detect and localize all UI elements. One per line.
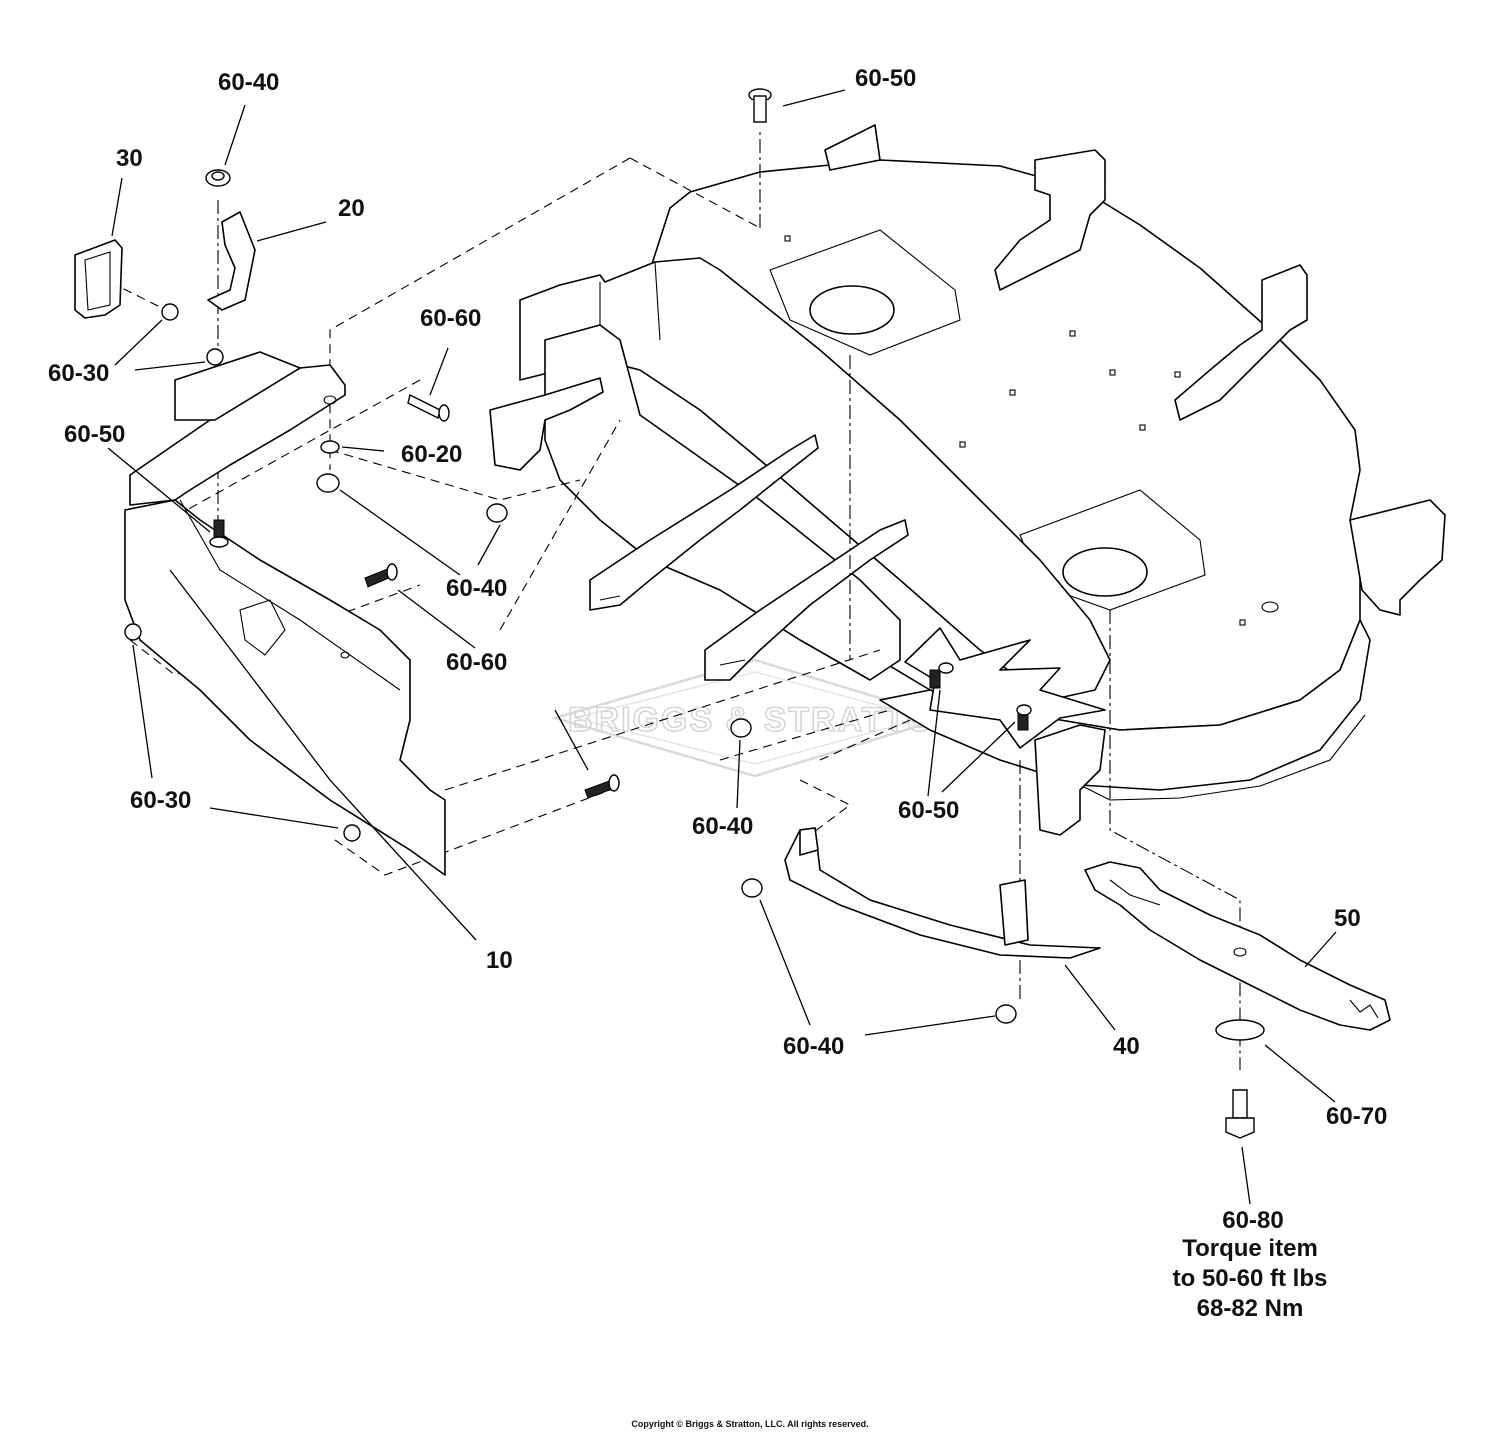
label-20: 20 — [338, 195, 365, 222]
label-50: 50 — [1334, 905, 1361, 932]
copyright-text: Copyright © Briggs & Stratton, LLC. All … — [631, 1419, 868, 1429]
torque-note-line1: Torque item — [1182, 1235, 1318, 1262]
torque-note-line3: 68-82 Nm — [1197, 1295, 1304, 1322]
blade-bolt — [1225, 1089, 1255, 1139]
label-60-50-top: 60-50 — [855, 65, 916, 92]
label-60-30-b: 60-30 — [130, 787, 191, 814]
part-40-baffle — [784, 827, 1101, 959]
label-40: 40 — [1113, 1033, 1140, 1060]
label-10: 10 — [486, 947, 513, 974]
hardware — [124, 88, 1265, 1139]
label-60-50-c: 60-50 — [898, 797, 959, 824]
label-60-50-left: 60-50 — [64, 421, 125, 448]
label-60-20: 60-20 — [401, 441, 462, 468]
part-20-bracket — [207, 211, 256, 311]
bolt-60-50-left — [209, 519, 229, 548]
torque-note-line2: to 50-60 ft lbs — [1173, 1265, 1328, 1292]
label-60-40-c: 60-40 — [692, 813, 753, 840]
deck-frame — [489, 257, 1111, 836]
leader-lines — [107, 89, 1337, 1205]
label-60-60-b: 60-60 — [446, 649, 507, 676]
bolt-60-60-b — [364, 563, 398, 588]
label-60-60-a: 60-60 — [420, 305, 481, 332]
part-10-deflector — [124, 351, 446, 876]
watermark-logo: BRIGGS & STRATTON — [550, 658, 960, 778]
label-60-30-a: 60-30 — [48, 360, 109, 387]
bolt-60-60-c — [584, 774, 620, 799]
label-60-80: 60-80 — [1222, 1207, 1283, 1234]
part-50-blade — [1084, 861, 1391, 1031]
label-60-40-top: 60-40 — [218, 69, 279, 96]
label-60-40-d: 60-40 — [783, 1033, 844, 1060]
bolt-60-60-a — [407, 393, 450, 422]
label-60-40-b: 60-40 — [446, 575, 507, 602]
carriage-bolt-top — [748, 88, 772, 123]
label-60-70: 60-70 — [1326, 1103, 1387, 1130]
flange-nut-top — [205, 169, 231, 187]
part-labels: 60-40 30 20 60-30 60-50 60-60 60-20 60-5… — [48, 65, 1387, 1322]
star-callout — [904, 627, 1106, 749]
label-30: 30 — [116, 145, 143, 172]
part-30-clip — [74, 239, 123, 319]
